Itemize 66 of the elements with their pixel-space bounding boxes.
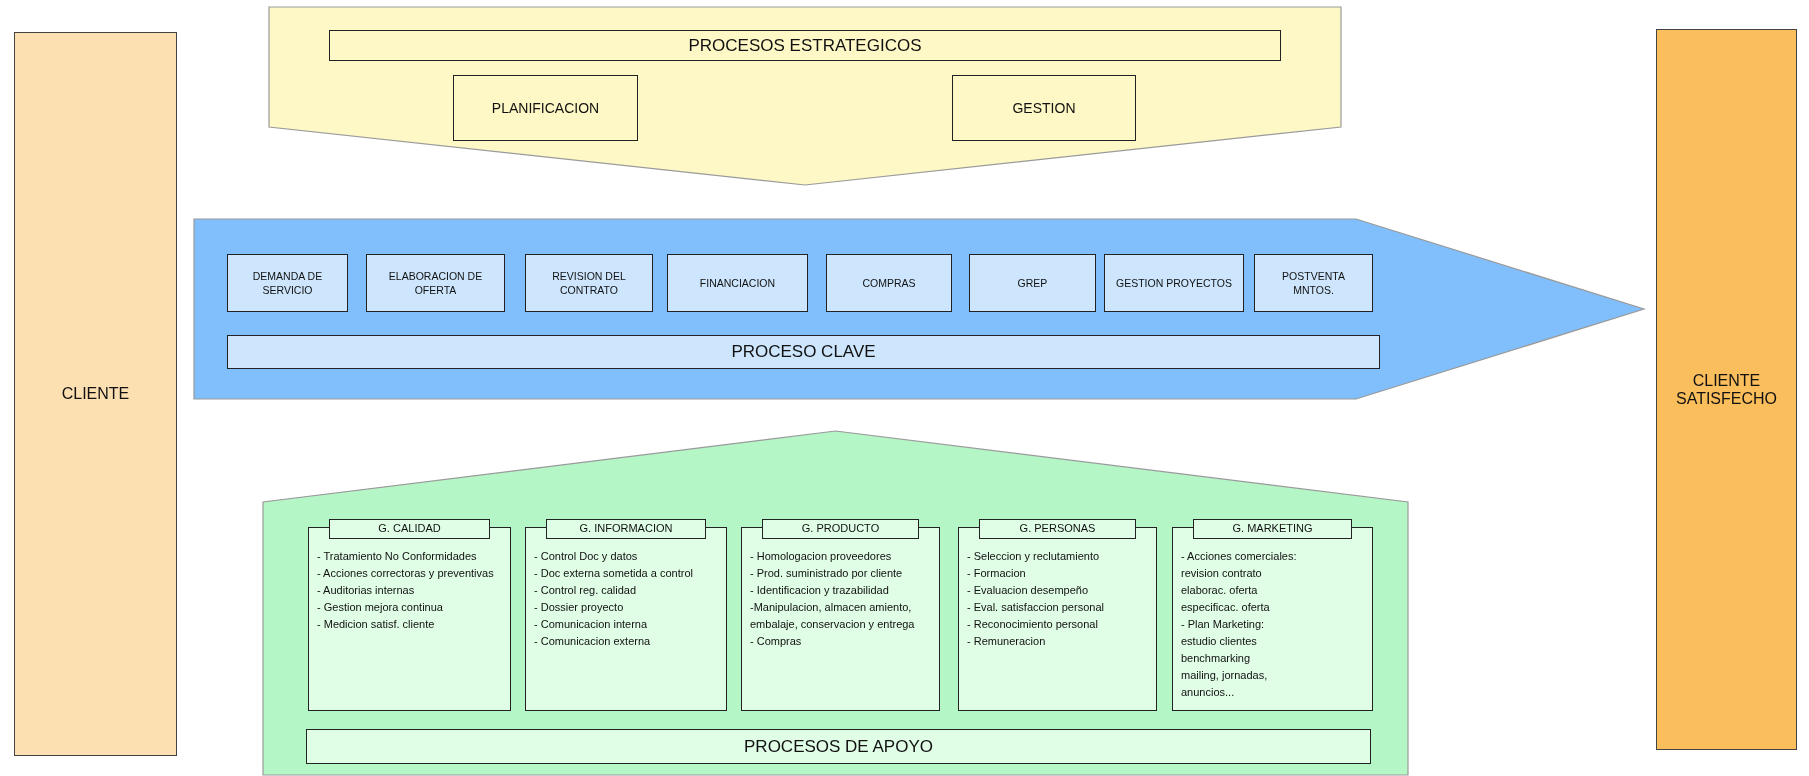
list-item: - Acciones comerciales: [1181, 549, 1298, 564]
box-label: CLIENTE SATISFECHO [1674, 371, 1778, 408]
list-item: -Manipulacion, almacen amiento, embalaje, conservacion y entrega [750, 600, 916, 633]
box-label: ELABORACION DE OFERTA [387, 268, 484, 298]
list-item: - Reconocimiento personal [967, 617, 1099, 633]
group-title-tab: G. MARKETING [1193, 519, 1352, 539]
list-item: - Control reg. calidad [534, 583, 638, 599]
process-header-bar [329, 30, 1281, 61]
group-title-tab: G. PRODUCTO [762, 519, 919, 539]
process-step-box [227, 254, 348, 312]
box-label: GESTION PROYECTOS [1116, 275, 1232, 291]
list-item: - Plan Marketing: [1181, 617, 1266, 633]
box-label: PROCESO CLAVE [731, 342, 876, 362]
process-header-bar [306, 729, 1371, 764]
box-label: FINANCIACION [699, 275, 776, 291]
process-step-box [969, 254, 1096, 312]
list-item: - Identificacion y trazabilidad [750, 583, 890, 599]
box-label: REVISION DEL CONTRATO [551, 268, 627, 298]
list-item: - Eval. satisfaccion personal [967, 600, 1105, 616]
list-item: benchmarking [1181, 651, 1252, 667]
list-item: - Control Doc y datos [534, 549, 639, 564]
box-label: GESTION [1012, 100, 1076, 116]
list-item: - Compras [750, 634, 803, 650]
list-item: - Comunicacion interna [534, 617, 649, 633]
list-item: - Comunicacion externa [534, 634, 652, 650]
process-step-box [525, 254, 653, 312]
box-label: PROCESOS DE APOYO [744, 736, 933, 757]
list-item: - Doc externa sometida a control [534, 566, 694, 582]
box-label: PLANIFICACION [491, 100, 600, 116]
client-box [1656, 29, 1797, 750]
list-item: - Homologacion proveedores [750, 549, 893, 564]
process-step-box [667, 254, 808, 312]
group-title-tab: G. INFORMACION [546, 519, 706, 539]
box-label: DEMANDA DE SERVICIO [251, 268, 324, 298]
list-item: - Dossier proyecto [534, 600, 625, 616]
list-item: elaborac. oferta [1181, 583, 1259, 599]
group-title-tab: G. CALIDAD [329, 519, 490, 539]
list-item: - Gestion mejora continua [317, 600, 444, 616]
list-item: - Remuneracion [967, 634, 1047, 650]
list-item: - Acciones correctoras y preventivas [317, 566, 495, 582]
list-item: - Prod. suministrado por cliente [750, 566, 904, 582]
list-item: mailing, jornadas, [1181, 668, 1269, 684]
process-step-box [1104, 254, 1244, 312]
process-step-box [826, 254, 952, 312]
list-item: - Seleccion y reclutamiento [967, 549, 1101, 564]
list-item: especificac. oferta [1181, 600, 1271, 616]
box-label: CLIENTE [61, 385, 130, 403]
list-item: revision contrato [1181, 566, 1263, 582]
group-title-tab: G. PERSONAS [979, 519, 1136, 539]
process-step-box [1254, 254, 1373, 312]
box-label: POSTVENTA MNTOS. [1281, 268, 1346, 298]
list-item: - Tratamiento No Conformidades [317, 549, 478, 564]
list-item: - Medicion satisf. cliente [317, 617, 436, 633]
list-item: - Auditorias internas [317, 583, 416, 599]
box-label: COMPRAS [862, 275, 916, 291]
box-label: GREP [1017, 275, 1048, 291]
box-label: PROCESOS ESTRATEGICOS [688, 35, 922, 56]
list-item: - Evaluacion desempeño [967, 583, 1090, 599]
process-step-box [366, 254, 505, 312]
process-box [952, 75, 1136, 141]
client-box [14, 32, 177, 756]
list-item: anuncios... [1181, 685, 1236, 701]
process-box [453, 75, 638, 141]
list-item: - Formacion [967, 566, 1027, 582]
list-item: estudio clientes [1181, 634, 1258, 650]
process-header-bar [227, 335, 1380, 369]
